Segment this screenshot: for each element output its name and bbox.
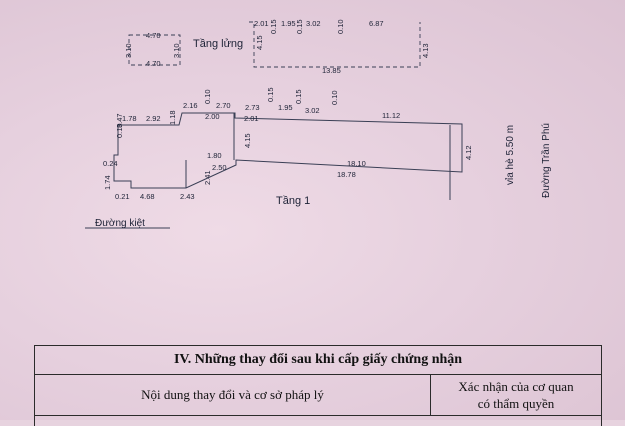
dim-mezz-small-left: 3.10	[124, 43, 133, 58]
table-header-row: Nội dung thay đổi và cơ sở pháp lý Xác n…	[35, 375, 601, 416]
dim-ground-left-3: 1.74	[103, 175, 112, 190]
dim-ground-bottom-1: 2.43	[180, 192, 195, 201]
dim-mezz-right: 4.13	[421, 43, 430, 58]
dim-ground-top-1: 2.92	[146, 114, 161, 123]
dim-ground-inner-5: 2.41	[203, 170, 212, 185]
dim-ground-left-1: 3.47	[115, 113, 124, 128]
dim-ground-lower-0: 18.10	[347, 159, 366, 168]
sidewalk-label: vỉa hè 5.50 m	[504, 125, 516, 185]
dim-ground-bottom-0: 4.68	[140, 192, 155, 201]
dim-ground-right: 4.12	[464, 145, 473, 160]
dim-ground-top-3: 2.16	[183, 101, 198, 110]
dim-ground-top-2: 1.18	[168, 110, 177, 125]
dim-mezz-small-top: 4.70	[146, 31, 161, 40]
floor-plan-drawing: 4.70 4.70 3.10 3.10 Tầng lửng 2.01 0.15 …	[85, 19, 552, 229]
dim-ground-top-9: 0.15	[294, 89, 303, 104]
dim-ground-inner-0: 2.00	[205, 112, 220, 121]
dim-ground-inner-1: 2.01	[244, 114, 259, 123]
dim-ground-top-6: 2.73	[245, 103, 260, 112]
street-label: Đường Trần Phú	[540, 123, 552, 198]
dim-mezz-top-5: 0.10	[336, 19, 345, 34]
dim-ground-left-2: 0.24	[103, 159, 118, 168]
dim-ground-top-5: 2.70	[216, 101, 231, 110]
dim-mezz-small-bottom: 4.70	[146, 59, 161, 68]
dim-ground-top-4: 0.10	[203, 89, 212, 104]
ground-floor-outline	[113, 112, 463, 189]
alley-label: Đường kiệt	[95, 218, 145, 229]
column-header-content: Nội dung thay đổi và cơ sở pháp lý	[35, 375, 431, 415]
dim-ground-top-11: 0.10	[330, 90, 339, 105]
mezzanine-floor-label: Tầng lửng	[193, 38, 243, 50]
dim-mezz-top-2: 1.95	[281, 19, 296, 28]
dim-ground-top-10: 3.02	[305, 106, 320, 115]
dim-ground-top-0: 1.78	[122, 114, 137, 123]
dim-mezz-top-3: 0.15	[295, 19, 304, 34]
dim-ground-inner-4: 2.50	[212, 163, 227, 172]
dim-mezz-left: 4.15	[255, 35, 264, 50]
dim-mezz-small-right: 3.10	[172, 43, 181, 58]
mezzanine-small-room-outline	[128, 34, 181, 66]
section-title: IV. Những thay đổi sau khi cấp giấy chứn…	[35, 346, 601, 375]
dim-mezz-top-0: 2.01	[254, 19, 269, 28]
dim-mezz-top-1: 0.15	[269, 19, 278, 34]
dim-ground-left-4: 0.21	[115, 192, 130, 201]
dim-mezz-bottom: 13.85	[322, 66, 341, 75]
column-header-confirmation-line1: Xác nhận của cơ quan	[458, 379, 574, 394]
ground-floor-label: Tầng 1	[276, 195, 310, 207]
dim-ground-inner-2: 4.15	[243, 133, 252, 148]
column-header-confirmation: Xác nhận của cơ quan có thẩm quyền	[431, 375, 601, 415]
changes-table: IV. Những thay đổi sau khi cấp giấy chứn…	[34, 345, 602, 426]
dim-ground-top-12: 11.12	[382, 111, 400, 120]
mezzanine-large-outline	[249, 21, 421, 68]
column-header-confirmation-line2: có thẩm quyền	[477, 396, 555, 411]
dim-ground-left-0: 0.10	[115, 123, 124, 138]
dim-ground-top-7: 0.15	[266, 87, 275, 102]
dim-ground-top-8: 1.95	[278, 103, 293, 112]
dim-mezz-top-6: 6.87	[369, 19, 384, 28]
dim-ground-inner-3: 1.80	[207, 151, 222, 160]
dim-ground-lower-1: 18.78	[337, 170, 356, 179]
dim-mezz-top-4: 3.02	[306, 19, 321, 28]
